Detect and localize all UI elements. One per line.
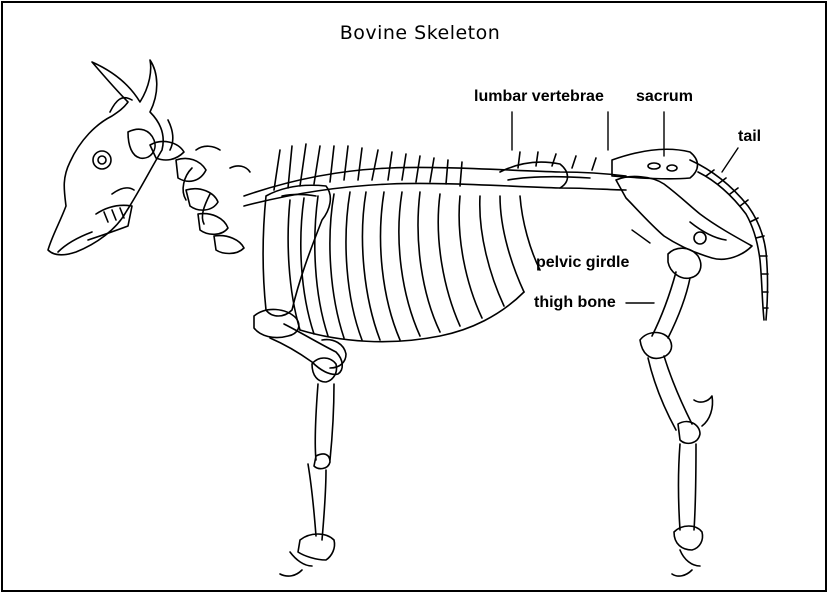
tail-vertebrae — [690, 160, 768, 320]
foreleg — [254, 309, 346, 576]
neck-vertebrae — [150, 120, 250, 254]
thoracic-spine — [244, 144, 626, 206]
label-tail: tail — [738, 128, 761, 146]
scapula — [263, 185, 330, 316]
label-lumbar-vertebrae: lumbar vertebrae — [474, 88, 604, 106]
label-pelvic-girdle: pelvic girdle — [536, 254, 629, 272]
skull — [48, 60, 163, 255]
label-leader-lines — [512, 112, 738, 303]
label-thigh-bone: thigh bone — [534, 294, 616, 312]
lumbar-and-sacrum — [500, 149, 698, 188]
label-sacrum: sacrum — [636, 88, 693, 106]
hindleg — [640, 248, 713, 576]
